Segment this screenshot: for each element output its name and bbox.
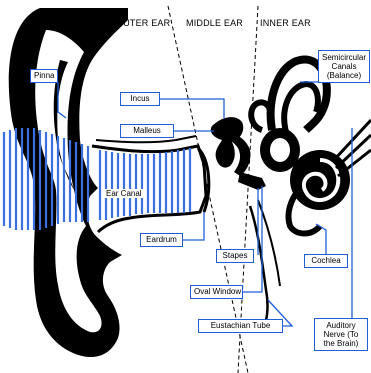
oval-window-label: Oval Window	[190, 285, 243, 299]
malleus-label: Malleus	[120, 124, 174, 138]
eustachian-tube-label: Eustachian Tube	[198, 319, 283, 333]
outer-ear-illustration	[9, 8, 128, 357]
eustachian-tube-illustration	[250, 206, 268, 320]
eardrum-label: Eardrum	[140, 233, 183, 247]
auditory-nerve-label: Auditory Nerve (To the Brain)	[314, 318, 368, 351]
section-dividers	[168, 6, 258, 373]
inner-ear-heading: INNER EAR	[260, 18, 311, 28]
stapes-label: Stapes	[216, 249, 254, 263]
incus-label: Incus	[120, 92, 160, 106]
middle-ear-heading: MIDDLE EAR	[186, 18, 243, 28]
inner-ear-illustration	[251, 60, 350, 234]
ear-canal-label: Ear Canal	[104, 189, 144, 198]
outer-ear-heading: OUTER EAR	[116, 18, 170, 28]
pinna-label: Pinna	[30, 69, 58, 83]
semicircular-canals-label: Semicircular Canals (Balance)	[318, 50, 370, 83]
cochlea-label: Cochlea	[304, 254, 348, 268]
